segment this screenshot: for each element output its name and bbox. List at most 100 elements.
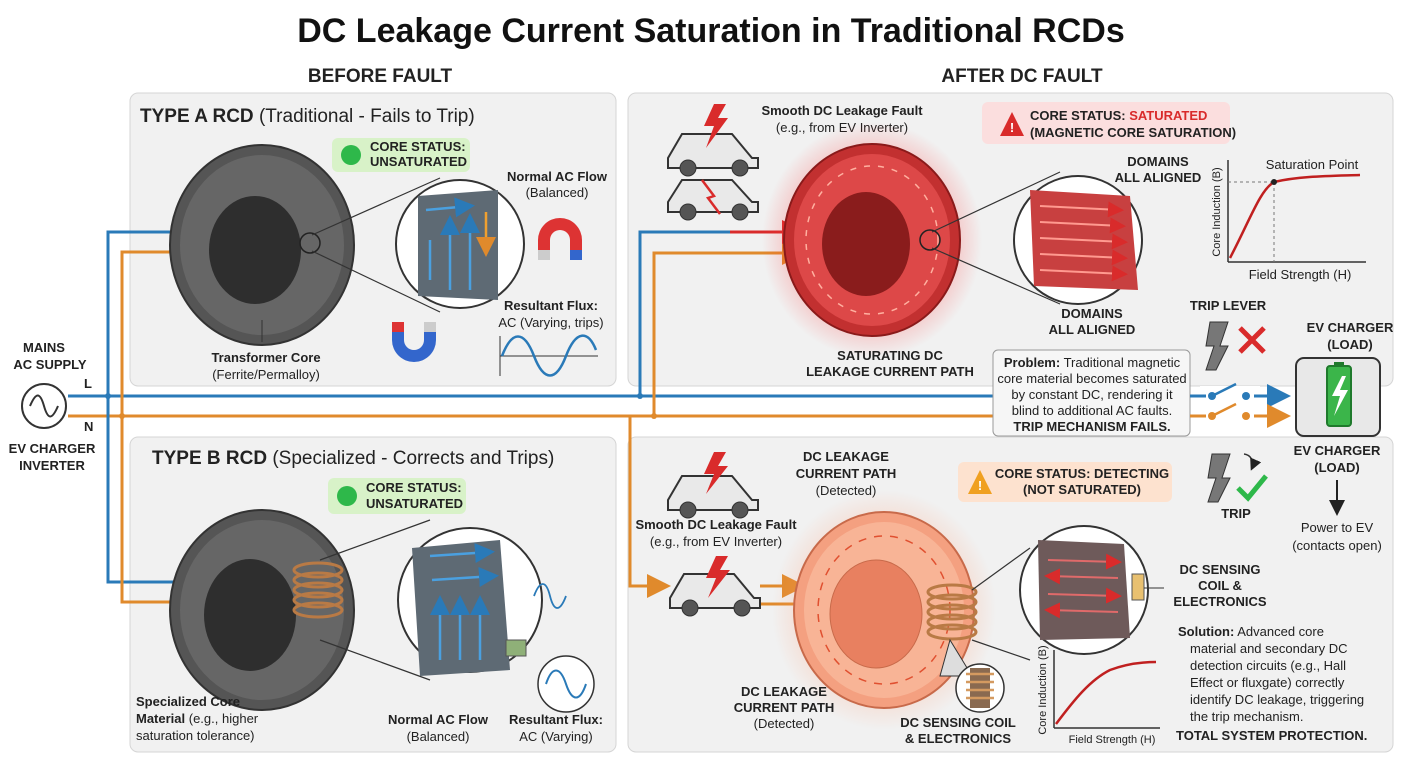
- type-a-flux-zoom: [395, 179, 525, 309]
- coil-label-bottom: DC SENSING COIL: [900, 715, 1016, 730]
- type-b-core-label: Specialized Core: [136, 694, 240, 709]
- type-b-flux-sub: AC (Varying): [519, 729, 592, 744]
- type-b-core-sub-2: saturation tolerance): [136, 728, 255, 743]
- svg-text:!: !: [1010, 120, 1014, 135]
- type-a-flux-label: Resultant Flux:: [504, 298, 598, 313]
- load-label-top: EV CHARGER: [1307, 320, 1394, 335]
- svg-text:core material becomes saturate: core material becomes saturated: [997, 371, 1186, 386]
- type-a-flow-sub: (Balanced): [526, 185, 589, 200]
- load-label-top-2: (LOAD): [1327, 337, 1373, 352]
- after-b-fault-sub: (e.g., from EV Inverter): [650, 534, 782, 549]
- detecting-core: [772, 490, 996, 730]
- coil-label-right: DC SENSING: [1180, 562, 1261, 577]
- svg-text:identify DC leakage, triggerin: identify DC leakage, triggering: [1190, 692, 1364, 707]
- power-label-2: (contacts open): [1292, 538, 1382, 553]
- type-a-core-sub: (Ferrite/Permalloy): [212, 367, 320, 382]
- domains-label-bottom: DOMAINS: [1061, 306, 1123, 321]
- saturated-core: [762, 122, 982, 358]
- type-a-flux-sub: AC (Varying, trips): [498, 315, 603, 330]
- type-b-flow-sub: (Balanced): [407, 729, 470, 744]
- magnet-icon: [538, 218, 582, 260]
- svg-text:CORE STATUS: DETECTING: CORE STATUS: DETECTING: [995, 466, 1169, 481]
- coil-label-right-2: COIL &: [1198, 578, 1242, 593]
- car-icon-4: [669, 556, 761, 617]
- type-b-specialized-core: [169, 509, 355, 711]
- type-b-flow-label: Normal AC Flow: [388, 712, 489, 727]
- svg-text:TOTAL SYSTEM PROTECTION.: TOTAL SYSTEM PROTECTION.: [1176, 728, 1367, 743]
- graph-b-y-label: Core Induction (B): [1037, 645, 1049, 734]
- saturation-graph: [1227, 160, 1366, 263]
- trip-label: TRIP: [1221, 506, 1251, 521]
- type-b-core-sub: Material (e.g., higher: [136, 711, 259, 726]
- svg-text:material and secondary DC: material and secondary DC: [1190, 641, 1348, 656]
- type-a-core-label: Transformer Core: [211, 350, 320, 365]
- saturating-path-label-2: LEAKAGE CURRENT PATH: [806, 364, 974, 379]
- type-a-transformer-core: [169, 144, 355, 346]
- type-b-wave-inset: [537, 655, 595, 713]
- before-fault-header: BEFORE FAULT: [308, 66, 453, 87]
- graph-a-y-label: Core Induction (B): [1211, 167, 1223, 256]
- graph-b-x-label: Field Strength (H): [1069, 734, 1156, 746]
- type-b-flux-zoom: [397, 527, 567, 676]
- car-icon-2: [667, 179, 759, 221]
- saturation-point-label: Saturation Point: [1266, 157, 1359, 172]
- page-title: DC Leakage Current Saturation in Traditi…: [297, 12, 1124, 50]
- after-b-path-top-2: CURRENT PATH: [796, 466, 897, 481]
- svg-text:Problem: Traditional magnetic: Problem: Traditional magnetic: [1004, 355, 1181, 370]
- domains-label-top-2: ALL ALIGNED: [1115, 170, 1202, 185]
- car-icon-3: [667, 452, 759, 519]
- mains-label-1: MAINS: [23, 340, 65, 355]
- svg-text:Effect or fluxgate) correctly: Effect or fluxgate) correctly: [1190, 675, 1345, 690]
- switch-contacts: [1190, 382, 1285, 426]
- domains-label-bottom-2: ALL ALIGNED: [1049, 322, 1136, 337]
- ac-source-icon: [21, 383, 67, 429]
- svg-text:detection circuits (e.g., Hall: detection circuits (e.g., Hall: [1190, 658, 1346, 673]
- solution-text: Solution: Advanced core material and sec…: [1176, 624, 1367, 743]
- svg-text:UNSATURATED: UNSATURATED: [370, 154, 467, 169]
- coil-label-bottom-2: & ELECTRONICS: [905, 731, 1012, 746]
- coil-label-right-3: ELECTRONICS: [1173, 594, 1267, 609]
- trip-lever-label: TRIP LEVER: [1190, 298, 1267, 313]
- domains-label-top: DOMAINS: [1127, 154, 1189, 169]
- detecting-flux-zoom: [1019, 525, 1149, 655]
- svg-text:(NOT SATURATED): (NOT SATURATED): [1023, 482, 1141, 497]
- after-b-path-bottom: DC LEAKAGE: [741, 684, 827, 699]
- svg-text:the trip mechanism.: the trip mechanism.: [1190, 709, 1303, 724]
- type-b-flux-label: Resultant Flux:: [509, 712, 603, 727]
- after-b-status-badge: ! CORE STATUS: DETECTING (NOT SATURATED): [958, 462, 1172, 502]
- type-a-flow-label: Normal AC Flow: [507, 169, 608, 184]
- saturating-path-label: SATURATING DC: [837, 348, 943, 363]
- type-a-status-badge: CORE STATUS: UNSATURATED: [332, 138, 470, 172]
- line-l-label: L: [84, 376, 92, 391]
- ev-charger-icon: [1295, 357, 1381, 437]
- after-b-path-bottom-3: (Detected): [754, 716, 815, 731]
- mains-label-2: AC SUPPLY: [13, 357, 87, 372]
- svg-text:CORE STATUS: SATURATED: CORE STATUS: SATURATED: [1030, 108, 1207, 123]
- magnet-icon-2: [392, 322, 436, 362]
- car-icon-1: [667, 104, 759, 177]
- problem-callout: Problem: Traditional magnetic core mater…: [992, 349, 1191, 437]
- svg-text:(MAGNETIC CORE SATURATION): (MAGNETIC CORE SATURATION): [1030, 125, 1236, 140]
- after-b-fault-label: Smooth DC Leakage Fault: [635, 517, 797, 532]
- ac-wave-graph: [499, 334, 598, 377]
- coil-zoom-inset: [939, 638, 1005, 713]
- type-b-status-badge: CORE STATUS: UNSATURATED: [328, 478, 466, 514]
- trip-success-icon: [1207, 453, 1268, 503]
- inverter-label-2: INVERTER: [19, 458, 85, 473]
- svg-text:CORE STATUS:: CORE STATUS:: [366, 480, 462, 495]
- type-a-title: TYPE A RCD (Traditional - Fails to Trip): [140, 106, 475, 127]
- line-n-label: N: [84, 419, 93, 434]
- svg-text:blind to additional AC faults.: blind to additional AC faults.: [1012, 403, 1172, 418]
- after-b-path-top: DC LEAKAGE: [803, 449, 889, 464]
- saturated-flux-zoom: [1013, 175, 1143, 305]
- svg-text:Solution: Advanced core: Solution: Advanced core: [1178, 624, 1324, 639]
- after-fault-header: AFTER DC FAULT: [941, 66, 1103, 87]
- after-b-path-bottom-2: CURRENT PATH: [734, 700, 835, 715]
- inverter-label-1: EV CHARGER: [9, 441, 96, 456]
- svg-text:UNSATURATED: UNSATURATED: [366, 496, 463, 511]
- power-label: Power to EV: [1301, 520, 1374, 535]
- svg-text:by constant DC, rendering it: by constant DC, rendering it: [1011, 387, 1173, 402]
- svg-text:CORE STATUS:: CORE STATUS:: [370, 139, 466, 154]
- svg-text:!: !: [978, 478, 982, 493]
